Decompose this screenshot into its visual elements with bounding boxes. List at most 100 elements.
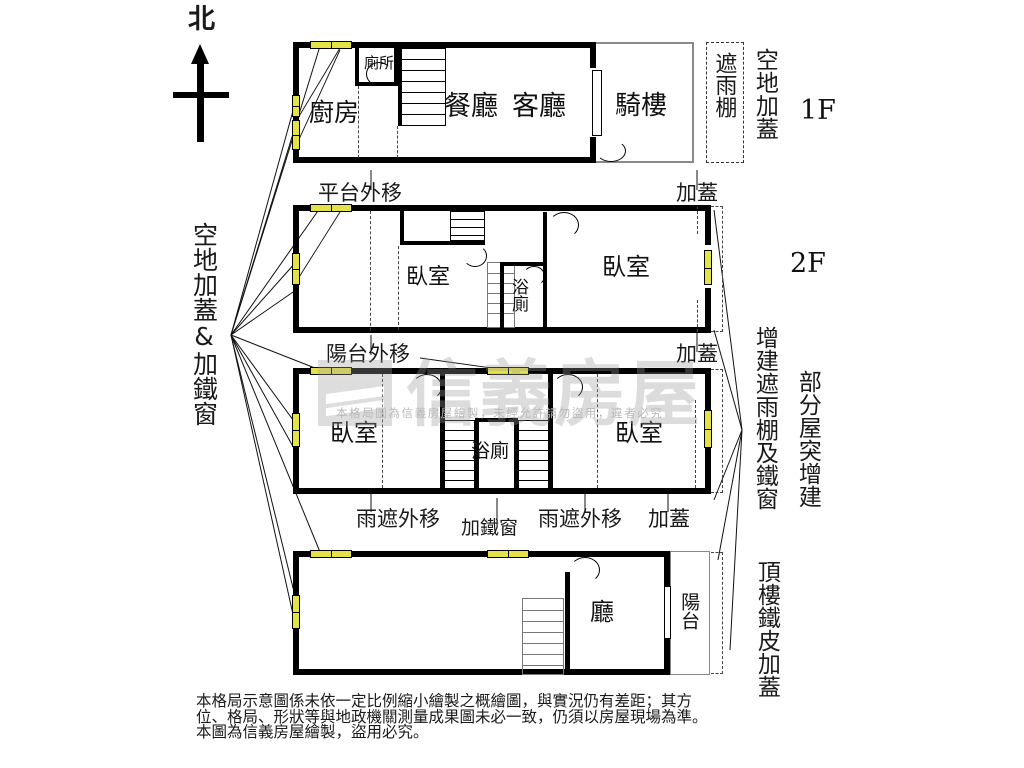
stair-1f bbox=[402, 48, 446, 126]
room-label-bathroom-3f: 浴廁 bbox=[471, 440, 510, 462]
room-label-living: 客廳 bbox=[512, 91, 566, 122]
annotation-1f-addition: 加蓋 bbox=[676, 181, 718, 205]
wall-3f-bath-top bbox=[475, 418, 518, 422]
wall-2f-top bbox=[293, 205, 711, 211]
wall-3f-bath-left bbox=[475, 418, 479, 488]
compass-arrow-head bbox=[191, 44, 209, 64]
wall-4f-bottom bbox=[293, 669, 670, 675]
annotation-3f-addition: 加蓋 bbox=[648, 507, 690, 531]
arcade-opening-1f bbox=[592, 70, 602, 136]
room-label-dining: 餐廳 bbox=[444, 91, 498, 122]
wall-1f-stair-left bbox=[398, 48, 402, 126]
wall-2f-stair-left bbox=[400, 211, 404, 245]
stair-3f-right bbox=[518, 420, 548, 488]
extension-dashed-3f-top bbox=[711, 369, 723, 370]
compass-north-label: 北 bbox=[188, 4, 215, 35]
annotation-3f-eave-move-right: 雨遮外移 bbox=[538, 507, 622, 531]
balcony-4f-opening bbox=[664, 586, 671, 639]
extension-dashed-2f-inner bbox=[697, 206, 698, 234]
room-label-bathroom-2f: 浴廁 bbox=[508, 278, 529, 312]
footer-line-1: 本格局示意圖係未依一定比例縮小繪製之概繪圖，與實況仍有差距；其方 bbox=[196, 692, 693, 710]
room-label-hall-4f: 廳 bbox=[590, 598, 614, 626]
wall-2f-right-lower bbox=[705, 288, 711, 333]
wall-3f-bath-right bbox=[514, 418, 518, 488]
wall-1f-right-upper bbox=[590, 42, 596, 68]
wall-4f-top bbox=[293, 551, 670, 557]
door-1f-entry bbox=[596, 140, 626, 162]
window-3f-top-left bbox=[310, 367, 352, 375]
wall-1f-bottom bbox=[293, 157, 596, 163]
arcade-bottom-line bbox=[596, 161, 694, 163]
compass-stem-vertical bbox=[197, 62, 204, 142]
extension-dashed-2f-bottom bbox=[711, 331, 723, 332]
window-4f-top-mid bbox=[487, 550, 529, 558]
annotation-2f-balcony-move: 陽台外移 bbox=[326, 342, 410, 366]
wall-1f-top bbox=[293, 42, 593, 48]
divider-1f-b bbox=[397, 126, 398, 158]
divider-3f-a bbox=[382, 374, 383, 488]
extension-dashed-4f-bottom bbox=[711, 673, 723, 674]
window-2f-left bbox=[292, 253, 300, 285]
floor-plan-4f: 廳 陽台 bbox=[292, 550, 723, 675]
extension-dashed-2f-top bbox=[711, 206, 723, 207]
door-4f-hall bbox=[570, 557, 600, 583]
annotation-1f-platform-move: 平台外移 bbox=[318, 181, 402, 205]
door-1f-toilet bbox=[366, 62, 392, 86]
wall-4f-hall-partition bbox=[565, 572, 570, 675]
canopy-dashed-box-1f bbox=[706, 42, 744, 163]
compass: 北 bbox=[170, 4, 260, 142]
divider-2f-b bbox=[398, 246, 399, 330]
window-1f-kitchen-left-upper bbox=[292, 95, 300, 117]
extension-dashed-3f-bottom bbox=[711, 492, 723, 493]
room-label-toilet: 廁所 bbox=[364, 54, 395, 72]
wall-1f-right-lower bbox=[590, 137, 596, 163]
window-2f-top-left bbox=[310, 204, 352, 212]
divider-1f-a bbox=[358, 86, 359, 158]
door-3f-bedroom-right bbox=[553, 374, 583, 400]
window-3f-right bbox=[704, 410, 712, 448]
footer-line-3: 本圖為信義房屋繪製，盜用必究。 bbox=[196, 723, 429, 741]
annotation-3f-eave-move-left: 雨遮外移 bbox=[356, 507, 440, 531]
divider-3f-c bbox=[695, 400, 696, 488]
wall-3f-right-partition bbox=[548, 374, 553, 488]
floor-plan-2f: 臥室 浴廁 臥室 2F 陽台外移 加蓋 bbox=[0, 0, 1024, 365]
label-left-vacant-cover-iron-window: 空地加蓋&加鐵窗 bbox=[189, 222, 219, 426]
annotation-3f-iron-window: 加鐵窗 bbox=[461, 517, 519, 539]
stair-2f-upper bbox=[450, 211, 485, 241]
footer-line-2: 位、格局、形狀等與地政機關測量成果圖未必一致，仍須以房屋現場為準。 bbox=[196, 707, 708, 726]
label-right-roof-metal-cover: 頂樓鐵皮加蓋 bbox=[753, 560, 780, 698]
door-2f-bedroom-right bbox=[549, 212, 579, 238]
floor-tag-2f: 2F bbox=[790, 248, 826, 279]
door-3f-bedroom-left bbox=[412, 374, 442, 400]
wall-3f-left-partition bbox=[440, 374, 445, 488]
extension-dashed-4f-right bbox=[722, 552, 723, 674]
room-label-kitchen: 廚房 bbox=[309, 98, 360, 127]
wall-1f-toilet-right bbox=[394, 48, 398, 86]
label-right-partial-roof-extension: 部分屋突增建 bbox=[794, 370, 821, 508]
label-right-1f-vacant-cover: 空地加蓋 bbox=[751, 48, 778, 140]
wall-3f-bottom bbox=[293, 488, 711, 494]
window-2f-right bbox=[704, 250, 712, 285]
floor-plan-3f: 臥室 浴廁 臥室 雨遮外移 加鐵窗 雨遮外移 加蓋 bbox=[292, 367, 723, 538]
wall-2f-bath-right bbox=[543, 212, 547, 328]
window-1f-kitchen-top bbox=[310, 41, 352, 49]
window-3f-top-mid bbox=[487, 367, 529, 375]
stair-4f bbox=[522, 598, 564, 675]
label-canopy-1f: 遮雨棚 bbox=[711, 52, 737, 118]
wall-2f-bath-top bbox=[500, 262, 547, 266]
wall-2f-right-upper bbox=[705, 205, 711, 245]
window-4f-top-left bbox=[310, 550, 352, 558]
window-1f-kitchen-left-lower bbox=[292, 120, 300, 150]
label-right-canopy-iron-window: 增建遮雨棚及鐵窗 bbox=[751, 326, 778, 510]
wall-4f-right-upper bbox=[664, 551, 670, 586]
room-label-bedroom-2f-right: 臥室 bbox=[602, 253, 650, 281]
arcade-top-line bbox=[596, 42, 694, 44]
wall-2f-stair-bottom bbox=[400, 241, 485, 245]
extension-dashed-2f-right bbox=[722, 206, 723, 332]
footer-disclaimer: 本格局示意圖係未依一定比例縮小繪製之概繪圖，與實況仍有差距；其方 位、格局、形狀… bbox=[196, 692, 876, 741]
wall-2f-bath-left bbox=[500, 262, 504, 328]
floor-plan-1f: 廚房 廁所 餐廳 客廳 騎樓 遮雨棚 空地加蓋 1F 平台外移 加蓋 bbox=[0, 0, 1024, 204]
stair-3f-left bbox=[445, 420, 475, 488]
door-2f-bathroom bbox=[523, 266, 545, 286]
